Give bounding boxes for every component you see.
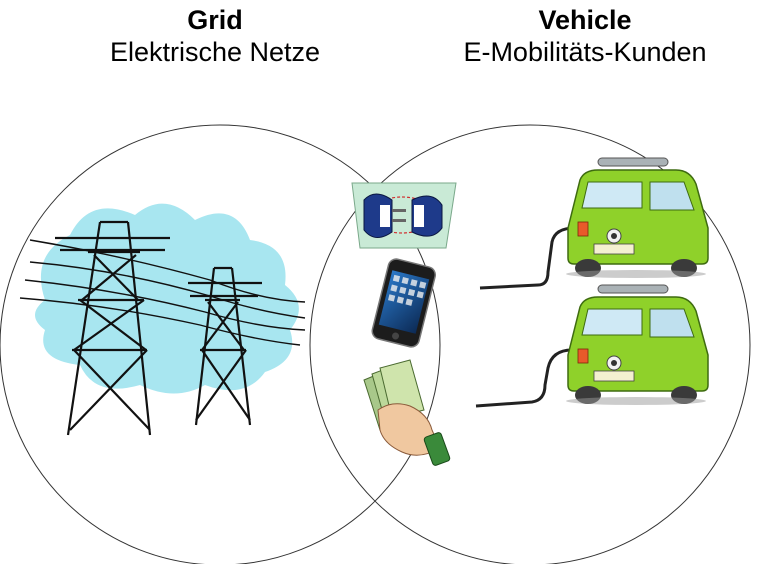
cable-bottom — [475, 348, 597, 408]
power-pylons-icon — [19, 203, 306, 436]
grid-circle — [0, 124, 441, 564]
electric-car-icon — [565, 284, 709, 406]
vehicle-title: Vehicle — [538, 5, 632, 35]
vehicle-subtitle: E-Mobilitäts-Kunden — [463, 36, 707, 67]
cable-top — [479, 226, 595, 290]
money-hand-icon — [363, 359, 451, 466]
grid-subtitle: Elektrische Netze — [109, 36, 321, 67]
grid-heading: Grid Elektrische Netze — [50, 5, 380, 67]
electric-car-icon — [565, 157, 709, 279]
smartphone-icon — [371, 258, 437, 348]
vehicle-heading: Vehicle E-Mobilitäts-Kunden — [405, 5, 765, 67]
plug-icon — [351, 182, 457, 249]
grid-title: Grid — [187, 5, 243, 35]
vehicle-circle — [309, 124, 751, 564]
